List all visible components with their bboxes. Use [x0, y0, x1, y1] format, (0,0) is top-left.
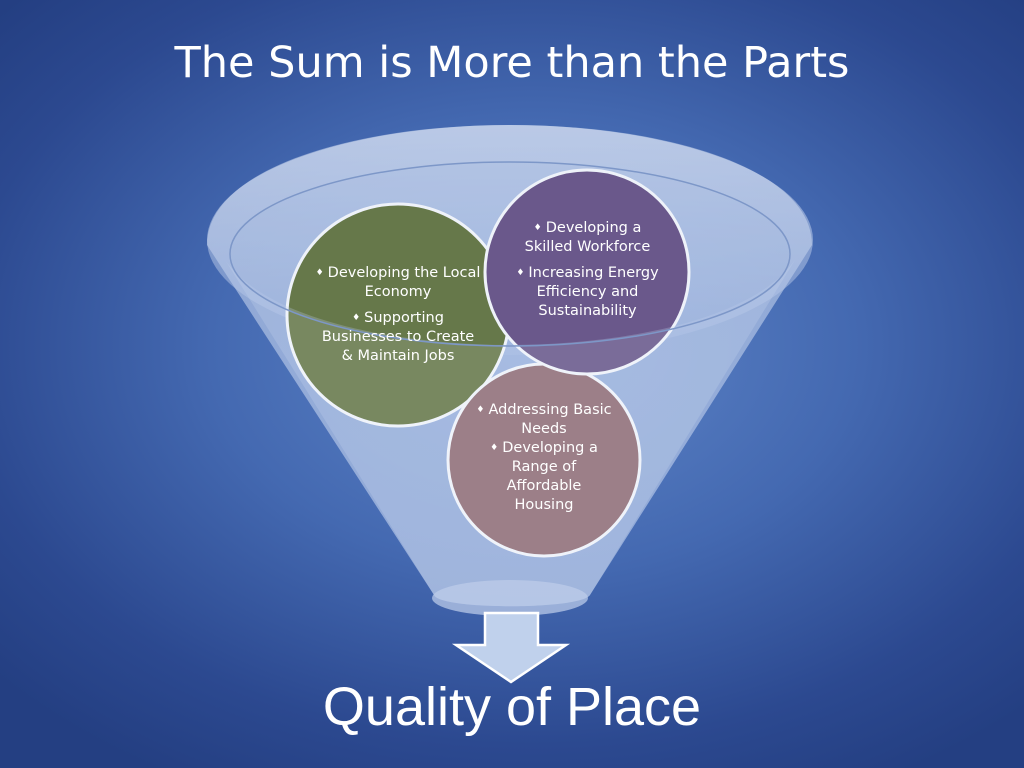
workforce-text: ♦Developing a Skilled Workforce ♦Increas… [516, 220, 659, 319]
housing-text: ♦Addressing Basic Needs ♦Developing a Ra… [476, 402, 612, 513]
down-arrow [451, 611, 571, 684]
economy-text: ♦Developing the Local Economy ♦Supportin… [315, 265, 481, 364]
slide-title: The Sum is More than the Parts [174, 38, 850, 88]
funnel-front-overlay [222, 255, 798, 607]
bullet-icon: ♦ [315, 268, 324, 278]
bullet-icon: ♦ [476, 405, 485, 415]
bullet-icon: ♦ [352, 313, 361, 323]
result-label: Quality of Place [322, 677, 702, 737]
bullet-icon: ♦ [516, 268, 525, 278]
funnel-rim-inner [229, 161, 791, 347]
funnel-spout [432, 580, 588, 616]
bullet-icon: ♦ [533, 223, 542, 233]
bullet-icon: ♦ [490, 443, 499, 453]
circle-workforce [483, 168, 691, 376]
